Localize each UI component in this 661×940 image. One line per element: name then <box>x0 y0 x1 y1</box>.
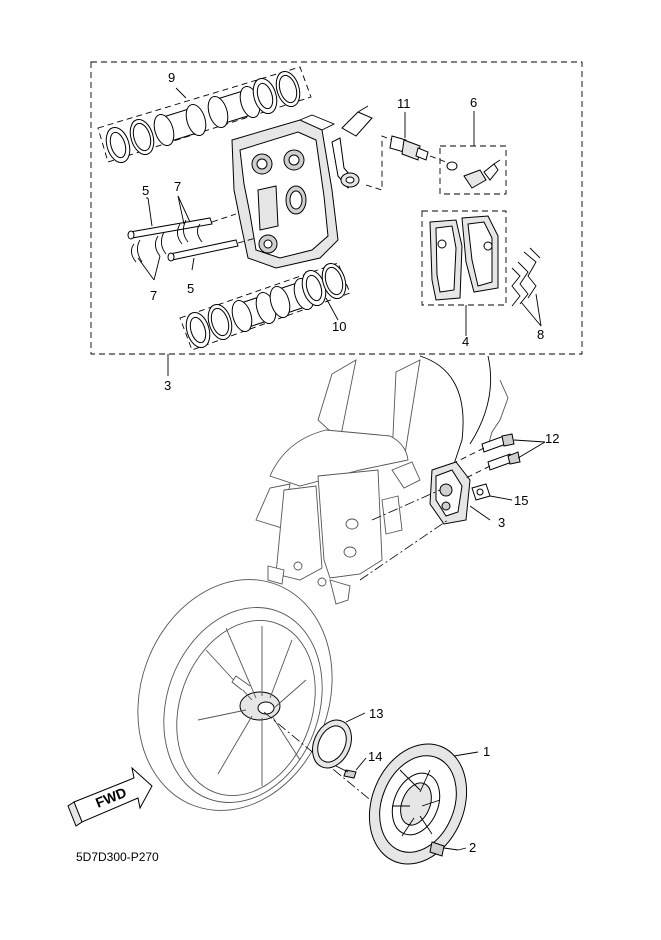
front-wheel <box>137 579 333 811</box>
callout-7-upper: 7 <box>174 179 181 194</box>
sensor-rotor <box>312 719 352 769</box>
callout-9: 9 <box>168 70 175 85</box>
sensor-parts <box>446 159 501 189</box>
callout-10: 10 <box>332 319 346 334</box>
callout-4: 4 <box>462 334 469 349</box>
brake-disc <box>368 743 468 865</box>
callout-6: 6 <box>470 95 477 110</box>
callout-12: 12 <box>545 431 559 446</box>
piston-seal-group-upper <box>97 66 312 164</box>
pad-springs <box>511 247 541 307</box>
callout-8: 8 <box>537 327 544 342</box>
callout-1: 1 <box>483 744 490 759</box>
diagram-code: 5D7D300-P270 <box>76 850 159 864</box>
caliper-body <box>231 114 339 269</box>
callout-5-upper: 5 <box>142 183 149 198</box>
caliper-bolts <box>481 433 521 471</box>
brake-pads-box <box>421 210 507 306</box>
pins-and-clips <box>127 217 239 263</box>
callout-3-installed: 3 <box>498 515 505 530</box>
installed-caliper <box>429 461 471 525</box>
sensor-group-box <box>439 145 507 195</box>
caliper-assembly-box <box>90 61 583 355</box>
front-fork-fender <box>255 355 509 605</box>
rotor-screw <box>335 765 357 779</box>
callout-2: 2 <box>469 840 476 855</box>
callout-5-lower: 5 <box>187 281 194 296</box>
piston-seal-group-lower <box>179 262 351 351</box>
callout-3-assembly: 3 <box>164 378 171 393</box>
forward-arrow <box>67 766 153 827</box>
brake-pads <box>429 215 499 301</box>
callout-15: 15 <box>514 493 528 508</box>
sensor-bracket <box>471 483 491 501</box>
bleed-screw <box>389 135 429 161</box>
callout-13: 13 <box>369 706 383 721</box>
disc-bolt <box>429 841 459 857</box>
brake-hose <box>331 105 373 189</box>
callout-7-lower: 7 <box>150 288 157 303</box>
callout-11: 11 <box>397 96 411 111</box>
callout-14: 14 <box>368 749 382 764</box>
